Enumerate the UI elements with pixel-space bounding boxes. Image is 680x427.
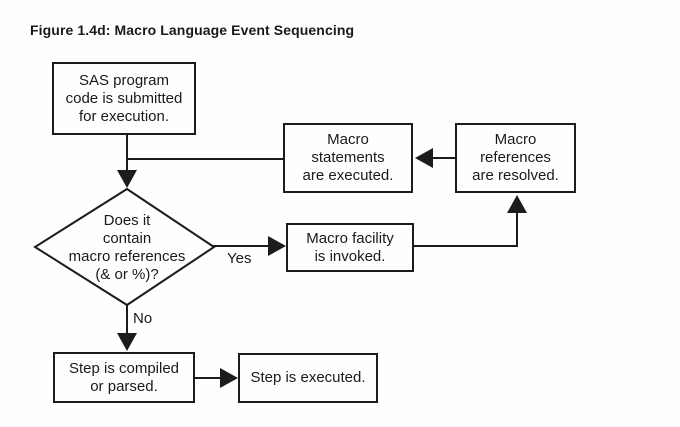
node-macro-references-label: Macro references are resolved. [472, 131, 559, 184]
node-macro-statements: Macro statements are executed. [283, 123, 413, 193]
node-step-compiled-label: Step is compiled or parsed. [68, 359, 180, 395]
node-sas-program: SAS program code is submitted for execut… [52, 62, 196, 135]
arrowhead-into-compiled-top [117, 333, 137, 351]
node-decision-label: Does it contain macro references (& or %… [68, 211, 186, 283]
node-macro-facility: Macro facility is invoked. [286, 223, 414, 272]
edge-label-yes: Yes [227, 250, 252, 267]
arrowhead-into-references-bottom [507, 195, 527, 213]
edge-label-no: No [133, 310, 153, 327]
figure-title: Figure 1.4d: Macro Language Event Sequen… [30, 22, 355, 38]
arrowhead-into-decision-top [117, 170, 137, 188]
arrowhead-into-statements-right [415, 148, 433, 168]
decision-diamond-shape [33, 187, 216, 307]
connector-facility-to-references [413, 213, 518, 247]
node-step-compiled: Step is compiled or parsed. [53, 352, 195, 403]
arrowhead-into-facility-left [268, 236, 286, 256]
node-step-executed-label: Step is executed. [250, 369, 366, 386]
node-sas-program-label: SAS program code is submitted for execut… [65, 71, 183, 125]
node-decision: Does it contain macro references (& or %… [42, 201, 212, 294]
node-macro-statements-label: Macro statements are executed. [302, 131, 394, 184]
node-step-executed: Step is executed. [238, 353, 378, 403]
arrowhead-into-executed-left [220, 368, 238, 388]
node-macro-references: Macro references are resolved. [455, 123, 576, 193]
node-macro-facility-label: Macro facility is invoked. [306, 229, 394, 265]
